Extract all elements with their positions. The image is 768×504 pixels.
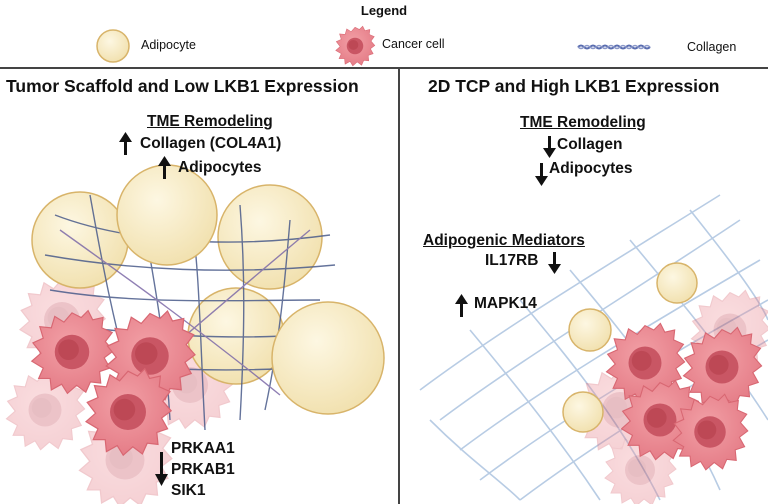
right-mediator-il17rb: IL17RB bbox=[485, 252, 539, 269]
left-gene-prkab1: PRKAB1 bbox=[171, 461, 235, 478]
left-tme-item-collagen: Collagen (COL4A1) bbox=[140, 135, 282, 152]
collagen-legend-icon bbox=[577, 44, 651, 50]
legend-divider bbox=[0, 67, 768, 69]
right-mediator-mapk14: MAPK14 bbox=[474, 295, 537, 312]
arrow-down-icon bbox=[543, 136, 556, 158]
left-gene-sik1: SIK1 bbox=[171, 482, 206, 499]
adipocyte-legend-icon bbox=[96, 29, 130, 63]
left-adipocytes-front bbox=[116, 164, 385, 415]
arrow-up-icon bbox=[455, 294, 468, 317]
left-gene-prkaa1: PRKAA1 bbox=[171, 440, 235, 457]
left-tme-item-adipocytes: Adipocytes bbox=[178, 159, 262, 176]
right-mediators-heading: Adipogenic Mediators bbox=[423, 232, 585, 249]
legend-cancer-cell-label: Cancer cell bbox=[382, 37, 445, 51]
legend-adipocyte-label: Adipocyte bbox=[141, 38, 196, 52]
arrow-down-icon bbox=[155, 452, 168, 486]
right-tme-item-collagen: Collagen bbox=[557, 136, 623, 153]
left-tme-heading: TME Remodeling bbox=[147, 113, 273, 130]
panel-divider bbox=[398, 68, 400, 504]
left-panel-title: Tumor Scaffold and Low LKB1 Expression bbox=[6, 76, 359, 96]
arrow-down-icon bbox=[548, 252, 561, 274]
right-panel-title: 2D TCP and High LKB1 Expression bbox=[428, 76, 720, 96]
cancer-cell-legend-icon bbox=[335, 25, 376, 67]
right-tme-heading: TME Remodeling bbox=[520, 114, 646, 131]
legend-title: Legend bbox=[360, 3, 408, 18]
right-adipocytes bbox=[562, 262, 698, 433]
arrow-down-icon bbox=[535, 163, 548, 186]
arrow-up-icon bbox=[119, 132, 132, 155]
arrow-up-icon bbox=[158, 156, 171, 179]
legend-collagen-label: Collagen bbox=[687, 40, 737, 54]
right-tme-item-adipocytes: Adipocytes bbox=[549, 160, 633, 177]
